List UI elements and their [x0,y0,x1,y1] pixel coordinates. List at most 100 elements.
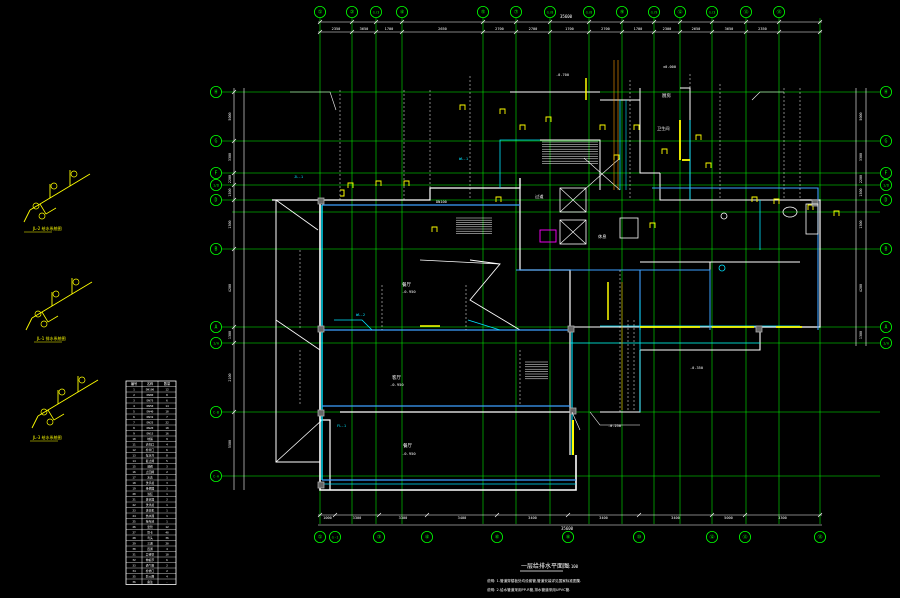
dim-tick-top-total-3 [399,19,405,25]
drawing-note-1: 说明: 1.管道穿楼板处均设套管,管道安装详见国家标准图集. [487,578,581,583]
dim-tick-left-6 [231,324,237,330]
legend-cell-25-0: 26 [132,525,136,529]
wall-kitchen-2 [639,88,660,174]
dim-total-top: 35600 [560,14,573,19]
dim-tick-left-5 [231,246,237,252]
iso-valve-2-3 [46,418,54,426]
fixture-19 [459,104,466,110]
legend-cell-17-0: 18 [132,481,136,485]
wall-west-diagonal-2 [275,319,321,351]
legend-header-0: 编号 [131,381,137,386]
legend-cell-10-2: 4 [166,443,168,447]
dim-top-12: 2350 [758,27,767,31]
axis-bubble-right-6-label: A [885,325,888,331]
iso-branch-0 [39,203,57,215]
axis-bubble-left-6-label: A [215,325,218,331]
drawing-note-2: 说明: 2.给水管道采用PP-R管,排水管道采用UPVC管. [487,587,570,592]
legend-cell-27-2: 36 [165,536,169,540]
legend-cell-6-2: 22 [165,421,169,425]
annotation-level-1: -0.350 [690,366,703,370]
pipe-core-east [516,269,641,330]
legend-cell-34-2: 4 [166,575,168,579]
dim-tick-top-total-13 [776,19,782,25]
dim-bottom-2: 3300 [399,516,408,520]
shaft-1 [559,187,587,213]
dim-tick-top-total-2 [373,19,379,25]
legend-cell-5-0: 6 [133,415,135,419]
room-label-kitchen: 厨房 [662,92,671,99]
room-level-dining-2: -0.950 [402,451,416,456]
dim-right-2: 2200 [859,175,863,183]
axis-bubble-bottom-0-label: ① [318,535,323,541]
annotation-level-4: ±0.000 [663,65,676,69]
wall-west-angled [469,259,521,331]
iso-valve-0-0 [32,202,40,210]
dim-top-8: 1700 [634,27,643,31]
dim-tick-left-8 [231,409,237,415]
legend-cell-20-2: 2 [166,498,168,502]
column-5 [569,407,577,415]
legend-cell-4-0: 5 [133,410,135,414]
axis-bubble-bottom-9-circle [814,531,827,544]
legend-cell-9-2: 9 [166,437,168,441]
shaft-2 [559,219,587,245]
dim-left-1: 3300 [228,153,232,161]
legend-cell-14-1: 闸阀 [147,465,153,469]
axis-bubble-right-4-circle [880,193,893,206]
legend-cell-25-1: 套管 [147,525,153,529]
iso-label-2: JL-1 排水系统图 [36,335,66,341]
axis-bubble-left-8-circle [209,405,222,418]
legend-cell-23-0: 24 [132,514,136,518]
axis-bubble-right-5-circle [880,242,893,255]
wall-interior-1 [419,259,501,265]
axis-bubble-top-11-label: ①/3 [709,11,716,15]
fixture-4 [495,196,502,202]
legend-cell-14-2: 3 [166,465,168,469]
axis-bubble-left-3-label: 1/D [213,184,219,188]
room-level-living: -0.950 [390,382,404,387]
legend-cell-35-0: 36 [132,580,136,584]
legend-cell-11-1: 检查口 [146,448,155,452]
dim-tick-top-total-14 [817,19,823,25]
fixture-10 [661,148,668,154]
legend-cell-10-0: 11 [132,443,136,447]
magenta-box [539,229,557,243]
legend-cell-8-0: 9 [133,432,135,436]
dim-tick-top-8 [619,29,625,35]
dim-bottom-3: 3400 [458,516,467,520]
fixture-5 [519,124,526,130]
wall-kitchen [680,87,691,200]
wall-east [760,199,821,328]
dim-tick-top-1 [349,29,355,35]
dim-right-6: 1300 [859,331,863,339]
room-label-dining: 餐厅 [402,281,411,288]
room-label-living: 客厅 [392,374,401,381]
axis-bubble-bottom-4-label: ⑥ [495,535,500,541]
axis-bubble-top-1-circle [345,6,358,18]
axis-bubble-right-1-circle [880,134,893,147]
shaft-3 [619,217,639,239]
iso-branch-2 [47,409,65,421]
iso-leg-0 [23,209,31,223]
axis-bubble-right-0-label: H [885,90,888,96]
axis-bubble-top-0-circle [313,6,326,18]
axis-bubble-top-11-circle [706,6,719,18]
dim-tick-bottom-2 [376,512,382,518]
legend-cell-26-2: 40 [165,531,169,535]
legend-cell-22-2: 1 [166,509,168,513]
legend-cell-18-1: 坐便器 [146,487,155,491]
axis-bubble-bottom-8-circle [739,531,752,544]
iso-branch-1 [41,311,59,323]
dim-left-4: 1300 [228,220,232,228]
axis-bubble-left-1-circle [209,134,222,147]
dim-tick-bottom-8 [742,512,748,518]
wall-exterior-south-west [319,200,577,491]
floor-drain [718,264,726,272]
axis-bubble-right-5-label: B [885,247,888,253]
dim-tick-top-14 [817,29,823,35]
dim-top-0: 2350 [332,27,341,31]
dim-right-1: 3300 [859,153,863,161]
column-2 [317,409,325,417]
annotation-jl1: JL-1 [294,174,304,179]
